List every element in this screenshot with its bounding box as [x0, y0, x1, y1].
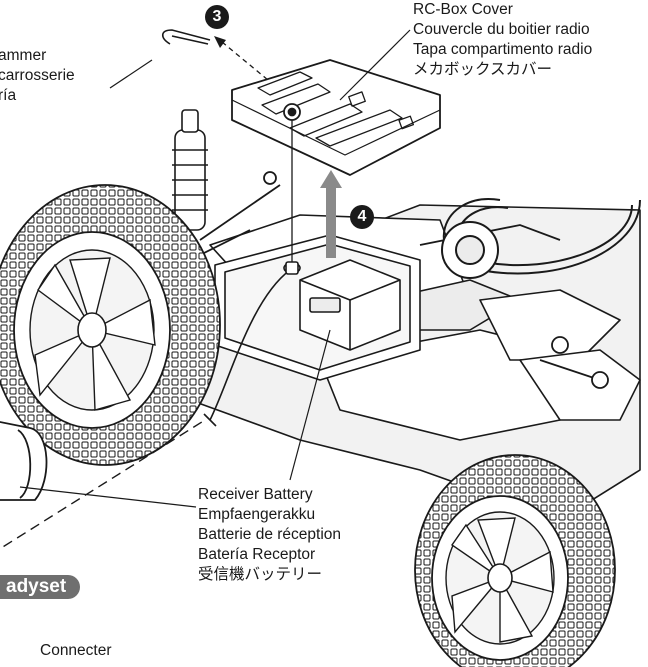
rc-box-cover-label-en: RC-Box Cover [413, 1, 513, 18]
body-clip-label-fr: carrosserie [0, 67, 75, 84]
front-left-wheel [0, 184, 221, 466]
lift-arrow [320, 170, 342, 258]
rc-box-cover-label-fr: Couvercle du boitier radio [413, 21, 590, 38]
receiver-battery-label-ja: 受信機バッテリー [198, 566, 323, 583]
clip-arrow [214, 36, 269, 81]
step-3-badge: 3 [205, 5, 229, 29]
rc-box-cover [231, 59, 441, 176]
step-4-badge: 4 [350, 205, 374, 229]
receiver-lead [209, 269, 291, 421]
engine-pipe [441, 198, 641, 279]
dashed-lead [0, 419, 206, 550]
connector-label-en: Connecter [40, 642, 112, 659]
shock-absorber [172, 109, 208, 231]
body-clip [161, 29, 211, 45]
rc-box-cover-label-es: Tapa compartimento radio [413, 41, 593, 58]
connector-label: Connecter [40, 641, 112, 661]
body-clip-label: ammer carrosserie ría [0, 46, 75, 106]
external-battery-pack [0, 421, 48, 501]
receiver-battery-label-fr: Batterie de réception [198, 526, 342, 543]
receiver-battery-label: Receiver Battery Empfaengerakku Batterie… [198, 485, 341, 585]
rc-box-cover-label-ja: メカボックスカバー [413, 61, 553, 78]
body-post [283, 261, 301, 275]
body-clip-label-es: ría [0, 87, 17, 104]
readyset-section-tag: adyset [0, 575, 81, 599]
leader-lines [19, 29, 411, 508]
body-clip-label-de: ammer [0, 47, 47, 64]
rear-right-wheel [414, 454, 616, 667]
receiver-battery-label-de: Empfaengerakku [198, 506, 316, 523]
receiver-battery [299, 259, 401, 351]
suspension-links [189, 171, 609, 389]
rc-box-cover-label: RC-Box Cover Couvercle du boitier radio … [413, 0, 592, 80]
receiver-battery-label-es: Batería Receptor [198, 546, 316, 563]
receiver-battery-label-en: Receiver Battery [198, 486, 313, 503]
